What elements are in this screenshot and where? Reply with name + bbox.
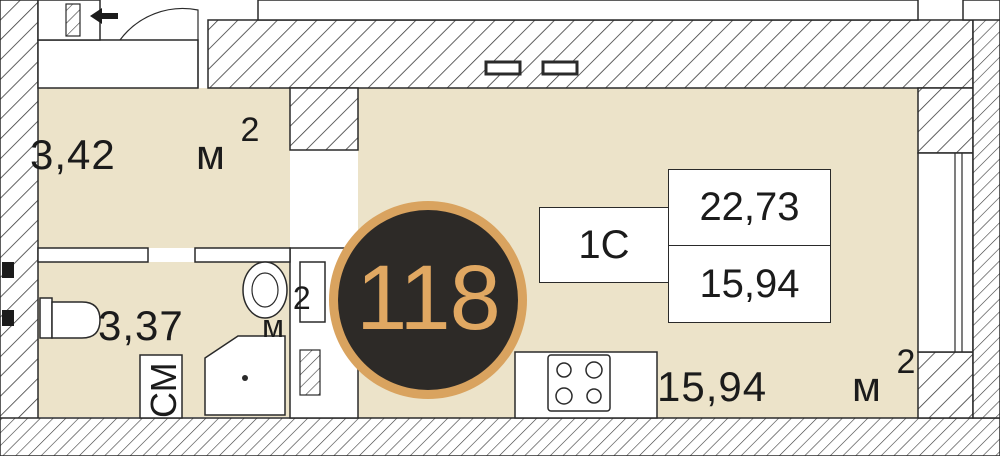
window [917, 152, 974, 353]
apartment-type: 1С [578, 222, 630, 267]
entry-door-swing [119, 7, 199, 88]
shower-icon [204, 335, 286, 416]
toilet-icon [39, 297, 101, 339]
washer-box [139, 354, 183, 419]
passage-floor [290, 150, 358, 248]
bathroom-unit-label: м 2 [262, 282, 311, 344]
far-right-wall [972, 0, 1000, 419]
apartment-number: 118 [356, 246, 501, 349]
hall-floor [38, 88, 290, 248]
bathroom-area-label: 3,37 [98, 305, 184, 347]
bathroom-unit-sup: 2 [292, 280, 311, 316]
kitchen-counter [514, 351, 658, 419]
main-room-area-label: 15,94 [657, 366, 767, 408]
badge-inner: 118 [338, 210, 518, 390]
hall-unit-sup: 2 [240, 111, 261, 149]
hall-area-label: 3,42 [30, 134, 116, 176]
cooktop-icon [547, 354, 611, 412]
total-area-box: 22,73 [668, 169, 831, 246]
left-wall [0, 0, 39, 456]
partition-upper [289, 87, 359, 151]
sink-icon [242, 261, 288, 319]
apartment-number-badge: 118 [329, 201, 527, 399]
right-wall-lower [917, 351, 974, 419]
bath-divider-right [194, 247, 291, 263]
bathroom-unit: м [262, 308, 284, 344]
total-area: 22,73 [699, 185, 800, 229]
living-area: 15,94 [699, 261, 800, 306]
main-room-unit-label: м 2 [852, 345, 915, 410]
top-wall [207, 19, 974, 89]
bathroom-area-value: 3,37 [98, 302, 184, 349]
bottom-wall [0, 417, 1000, 456]
living-area-box: 15,94 [668, 245, 831, 323]
hall-unit-label: м 2 [196, 113, 259, 178]
entry-arrow-icon [37, 0, 118, 41]
main-room-area-value: 15,94 [657, 363, 768, 410]
bath-divider [37, 247, 149, 263]
top-left-wall [37, 39, 199, 89]
washer-label: СМ [143, 362, 184, 418]
hall-unit: м [196, 131, 226, 178]
main-room-unit: м [852, 363, 882, 410]
apartment-type-box: 1С [539, 207, 669, 283]
main-room-unit-sup: 2 [896, 343, 917, 381]
right-wall-upper [917, 87, 974, 154]
hall-area-value: 3,42 [30, 131, 116, 178]
